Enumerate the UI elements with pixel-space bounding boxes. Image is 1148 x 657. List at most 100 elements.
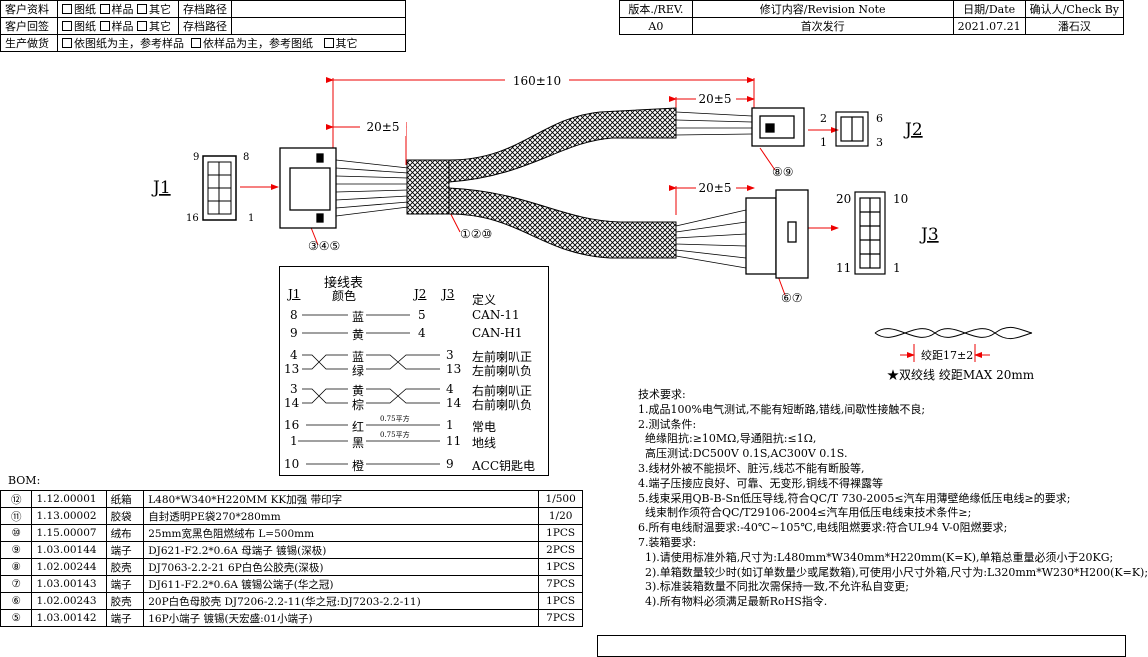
wiring-cell: 16 [284, 418, 300, 432]
wiring-cell: 红 [352, 420, 365, 434]
tech-line: 3.线材外被不能损坏、脏污,线芯不能有断股等, [638, 461, 865, 475]
bom-name: 端子 [105, 609, 145, 627]
wiring-header-color: 颜色 [332, 289, 357, 303]
j3-housing [745, 189, 809, 279]
j1-pin-label: 1 [248, 213, 254, 224]
bom-qty: 7PCS [538, 609, 583, 627]
tech-requirements: 技术要求: 1.成品100%电气测试,不能有短断路,错线,间歇性接触不良;2.测… [638, 388, 1148, 610]
wiring-cell: 13 [446, 362, 462, 376]
j2-pin-label: 3 [876, 136, 883, 149]
bom-spec: DJ611-F2.2*0.6A 镀锡公端子(华之冠) [143, 575, 540, 593]
wiring-cell: 黄 [352, 328, 365, 342]
bom-name: 端子 [105, 541, 145, 559]
revision-row: A0 首次发行 2021.07.21 潘石汉 [619, 17, 1125, 35]
revision-note-value: 首次发行 [691, 17, 954, 35]
wiring-cell: 4 [446, 382, 454, 396]
twist-dimension [900, 344, 990, 362]
wiring-cell: 13 [284, 362, 300, 376]
bom-spec: DJ7063-2.2-21 6P白色公胶壳(深极) [143, 558, 540, 576]
harness-drawing: 20±5 160±10 20±5 20±5 9 8 16 1 J1 [151, 72, 1035, 382]
checkbox[interactable] [137, 21, 147, 31]
j1-wires [335, 159, 409, 217]
dim-j3: 20±5 [699, 181, 732, 195]
bom-name: 胶壳 [105, 558, 145, 576]
title-block-edge [597, 635, 1126, 657]
row-label: 生产做货 [0, 34, 58, 52]
wiring-cell: 左前喇叭正 [472, 350, 533, 364]
bom-name: 绒布 [105, 524, 145, 542]
j1-pin-label: 9 [193, 152, 199, 163]
bom-spec: 20P白色母胶壳 DJ7206-2.2-11(华之冠:DJ7203-2.2-11… [143, 592, 540, 610]
j3-label: J3 [919, 225, 939, 245]
bom-no: ⑫ [0, 490, 33, 508]
dim-total: 160±10 [513, 74, 561, 88]
dim-left: 20±5 [367, 120, 400, 134]
bom-qty: 2PCS [538, 541, 583, 559]
wiring-cell: 9 [290, 326, 298, 340]
balloon-j1: ③④⑤ [308, 239, 340, 253]
j2-housing [751, 107, 805, 147]
bom-code: 1.03.00143 [31, 575, 107, 593]
wiring-cell: 右前喇叭负 [472, 398, 533, 412]
wiring-cell: 14 [446, 396, 462, 410]
checkbox[interactable] [62, 4, 72, 14]
balloon-main: ①②⑩ [460, 227, 492, 241]
bom-code: 1.12.00001 [31, 490, 107, 508]
checkbox[interactable] [62, 38, 72, 48]
tech-title: 技术要求: [638, 388, 686, 401]
wiring-header-j2: J2 [414, 287, 427, 301]
checkbox[interactable] [99, 21, 110, 31]
checkbox[interactable] [99, 4, 110, 14]
date-value: 2021.07.21 [952, 17, 1026, 35]
rev-value: A0 [619, 17, 693, 35]
bom-name: 端子 [105, 575, 145, 593]
tech-line: 4.端子压接应良好、可靠、无变形,铜线不得裸露等 [638, 476, 883, 490]
bom-name: 纸箱 [105, 490, 145, 508]
bom-qty: 1/20 [538, 507, 583, 525]
j2-front-view [835, 111, 869, 147]
wiring-cell: 绿 [352, 364, 365, 378]
j3-pin-label: 1 [893, 261, 901, 275]
j3-pin-label: 20 [836, 192, 851, 206]
checkbox[interactable] [323, 38, 334, 48]
checkbox[interactable] [191, 38, 201, 48]
bom-title: BOM: [8, 474, 41, 487]
tech-line: 5.线束采用QB-B-Sn低压导线,符合QC/T 730-2005≤汽车用薄壁绝… [638, 491, 1071, 505]
row-options: 依图纸为主，参考样品 依样品为主，参考图纸 其它 [57, 34, 406, 52]
tech-line: 6.所有电线耐温要求:-40℃~105℃,电线阻燃要求:符合UL94 V-0阻燃… [638, 521, 1008, 535]
date-header: 日期/Date [952, 0, 1026, 18]
wiring-cell: 棕 [352, 398, 365, 412]
j1-housing [279, 147, 337, 229]
wiring-lines [298, 314, 440, 465]
wiring-header-j1: J1 [288, 287, 301, 301]
bom-code: 1.03.00142 [31, 609, 107, 627]
bom-code: 1.02.00244 [31, 558, 107, 576]
wiring-cell: 1 [290, 434, 298, 448]
bom-spec: 自封透明PE袋270*280mm [143, 507, 540, 525]
twist-note: ★双绞线 绞距MAX 20mm [887, 367, 1035, 382]
j2-pin-label: 6 [876, 112, 883, 125]
wiring-cell: 左前喇叭负 [472, 364, 533, 378]
tech-line: 高压测试:DC500V 0.1S,AC300V 0.1S. [638, 447, 848, 461]
checkbox[interactable] [137, 4, 147, 14]
wiring-cell: ACC钥匙电 [472, 459, 536, 473]
bom-name: 胶袋 [105, 507, 145, 525]
wiring-cell: 橙 [352, 459, 365, 473]
wiring-cell: 4 [290, 348, 298, 362]
wiring-cell: 10 [284, 457, 300, 471]
j3-front-view [854, 191, 886, 275]
tech-line: 1.成品100%电气测试,不能有短断路,错线,间歇性接触不良; [638, 402, 926, 416]
j2-wires [675, 111, 753, 136]
wiring-cell: 4 [418, 326, 426, 340]
dim-j2: 20±5 [699, 92, 732, 106]
checkbox[interactable] [62, 21, 72, 31]
bom-spec: 16P小端子 镀锡(天宏盛:01小端子) [143, 609, 540, 627]
balloon-j3: ⑥⑦ [781, 291, 803, 305]
wiring-header-def: 定义 [472, 293, 497, 307]
wiring-header-j3: J3 [442, 287, 455, 301]
wiring-title: 接线表 [324, 276, 364, 291]
